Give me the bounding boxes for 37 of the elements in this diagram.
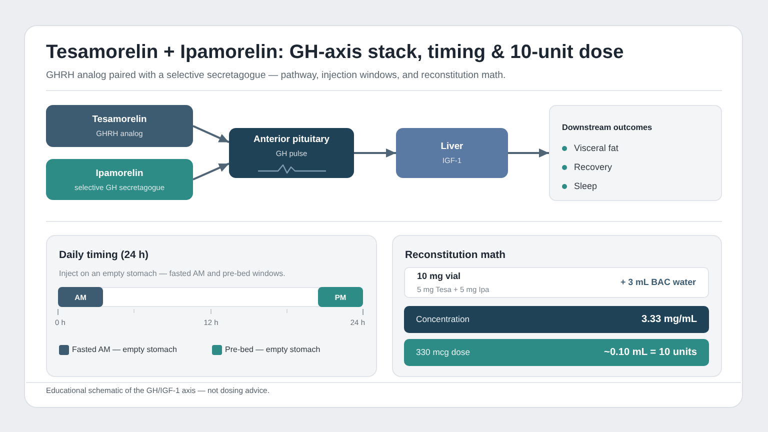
result-bar (404, 339, 709, 366)
row-value: ~0.10 mL = 10 units (604, 346, 697, 359)
row-value: 3.33 mg/mL (641, 313, 697, 326)
arrow (192, 125, 230, 144)
result-bar (404, 306, 709, 333)
arrow (354, 148, 396, 158)
time-window-block (318, 287, 363, 307)
vial-info-row (404, 267, 709, 298)
node-title: Tesamorelin (92, 113, 147, 125)
list-item: Sleep (574, 181, 598, 192)
process-box (46, 159, 193, 200)
list-item: Visceral fat (574, 143, 618, 154)
node-title: Anterior pituitary (253, 132, 330, 144)
row-label: 330 mcg dose (416, 347, 470, 358)
outcomes-panel (549, 105, 722, 201)
legend-label: Fasted AM — empty stomach (72, 345, 177, 355)
process-box (229, 128, 354, 178)
node-title: Ipamorelin (96, 166, 144, 178)
arrow (192, 162, 230, 180)
row-value: + 3 mL BAC water (620, 276, 696, 289)
panel-title: Reconstitution math (405, 249, 506, 262)
row-label: 10 mg vial (417, 271, 461, 282)
legend-label: Pre-bed — empty stomach (225, 345, 320, 355)
node-title: Liver (440, 140, 464, 152)
process-box (396, 128, 508, 178)
title: Tesamorelin + Ipamorelin: GH-axis stack, timing & 10-unit dose (46, 42, 624, 64)
timing-panel (46, 235, 377, 377)
arrow (508, 148, 549, 158)
process-box (46, 105, 193, 147)
row-label: Concentration (416, 314, 470, 325)
list-item: Recovery (574, 162, 612, 173)
subtitle: GHRH analog paired with a selective secretagogue — pathway, injection windows, and reconstitution math. (46, 70, 506, 82)
calculation-panel (392, 235, 722, 377)
panel-title: Daily timing (24 h) (59, 249, 148, 262)
time-window-block (58, 287, 103, 307)
list-heading: Downstream outcomes (562, 122, 652, 133)
panel-subtitle: Inject on an empty stomach — fasted AM and pre-bed windows. (59, 269, 286, 279)
